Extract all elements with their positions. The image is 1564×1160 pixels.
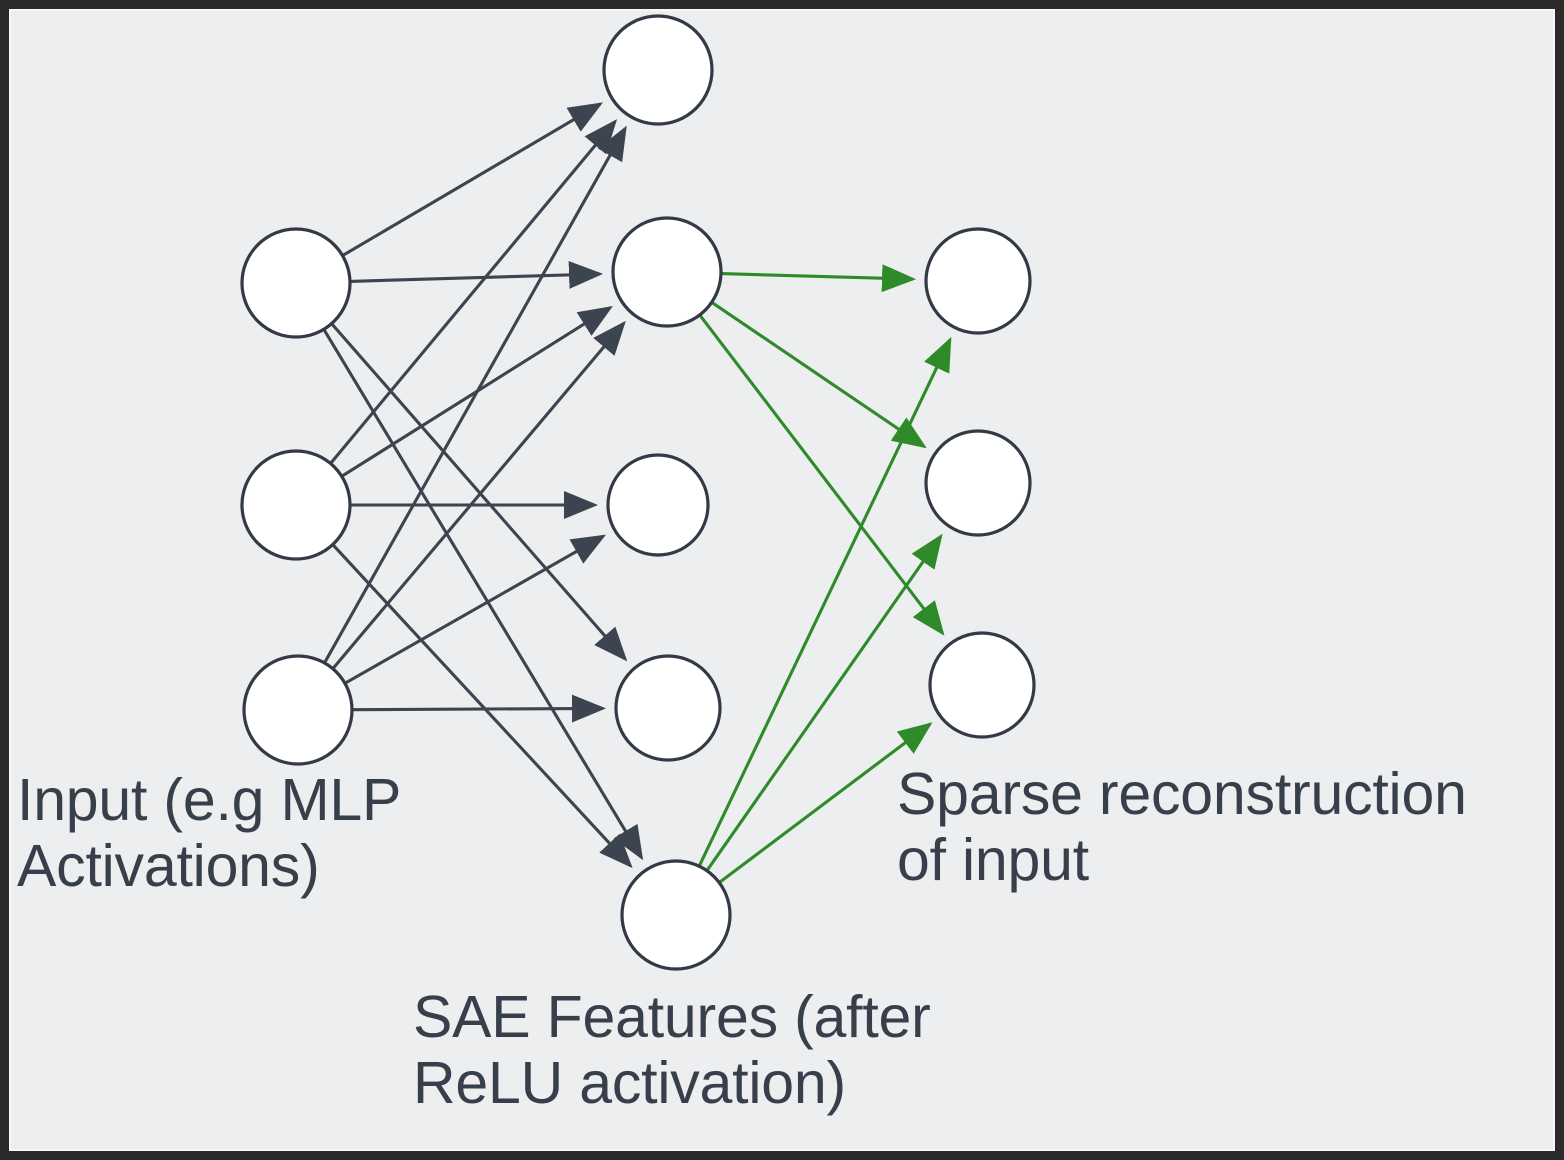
encoder-edge: [331, 320, 626, 670]
encoder-edge: [329, 119, 618, 465]
encoder-edge: [351, 694, 607, 723]
node-f4[interactable]: [614, 654, 722, 762]
output-layer-label: Sparse reconstruction of input: [897, 761, 1467, 894]
decoder-edge: [697, 336, 952, 867]
encoder-edge: [330, 322, 628, 662]
node-f5[interactable]: [620, 859, 732, 971]
encoder-edge: [323, 125, 627, 664]
node-f1[interactable]: [602, 14, 714, 126]
encoder-edge-group: [322, 102, 644, 869]
encoder-edge: [331, 543, 633, 869]
encoder-edge: [341, 102, 603, 257]
encoder-edge: [344, 534, 606, 685]
input-layer-label: Input (e.g MLP Activations): [17, 767, 402, 900]
encoder-edge: [349, 260, 604, 289]
decoder-edge: [705, 533, 943, 872]
node-o1[interactable]: [924, 227, 1032, 335]
node-in1[interactable]: [240, 227, 352, 339]
decoder-edge: [710, 301, 927, 449]
decoder-edge: [720, 264, 917, 293]
node-o2[interactable]: [924, 429, 1032, 537]
node-group: [240, 14, 1036, 971]
decoder-edge: [718, 722, 933, 884]
encoder-edge: [322, 328, 644, 861]
decoder-edge-group: [697, 264, 952, 884]
decoder-edge: [698, 313, 945, 636]
node-in2[interactable]: [240, 449, 352, 561]
node-in3[interactable]: [242, 654, 354, 766]
node-o3[interactable]: [928, 631, 1036, 739]
feature-layer-label: SAE Features (after ReLU activation): [413, 984, 931, 1117]
node-f2[interactable]: [611, 216, 723, 328]
node-f3[interactable]: [606, 453, 710, 557]
